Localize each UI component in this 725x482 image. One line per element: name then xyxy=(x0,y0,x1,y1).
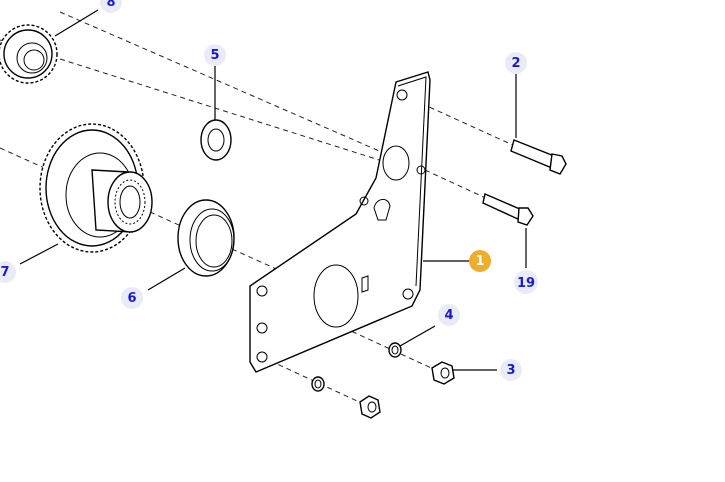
callout-4-label: 4 xyxy=(444,308,453,323)
washer-5[interactable] xyxy=(200,119,232,161)
callout-3[interactable]: 3 xyxy=(500,359,522,381)
callout-2[interactable]: 2 xyxy=(505,52,527,74)
callout-7[interactable]: 7 xyxy=(0,261,16,283)
gear-7[interactable] xyxy=(39,123,153,253)
callout-19-label: 19 xyxy=(517,276,535,291)
bolt-19[interactable] xyxy=(482,193,534,226)
callout-19[interactable]: 19 xyxy=(514,270,538,294)
plate-1[interactable] xyxy=(249,71,431,373)
callout-7-label: 7 xyxy=(0,265,9,280)
nut-lower[interactable] xyxy=(359,395,381,419)
callout-6-label: 6 xyxy=(127,291,136,306)
leader-lines xyxy=(19,9,527,371)
gear-8[interactable] xyxy=(0,24,58,84)
callout-5-label: 5 xyxy=(210,48,219,63)
lock-washer-4[interactable] xyxy=(388,342,402,358)
callout-3-label: 3 xyxy=(506,363,515,378)
callout-1[interactable]: 1 xyxy=(469,250,491,272)
callout-8[interactable]: 8 xyxy=(100,0,122,13)
lock-washer-lower[interactable] xyxy=(311,376,325,392)
seal-6[interactable] xyxy=(177,199,235,277)
callout-2-label: 2 xyxy=(511,56,520,71)
nut-3[interactable] xyxy=(431,361,455,385)
callout-5[interactable]: 5 xyxy=(204,44,226,66)
bolt-2[interactable] xyxy=(510,139,567,175)
callout-6[interactable]: 6 xyxy=(121,287,143,309)
callout-4[interactable]: 4 xyxy=(438,304,460,326)
callout-1-label: 1 xyxy=(475,254,484,269)
callout-8-label: 8 xyxy=(106,0,115,10)
